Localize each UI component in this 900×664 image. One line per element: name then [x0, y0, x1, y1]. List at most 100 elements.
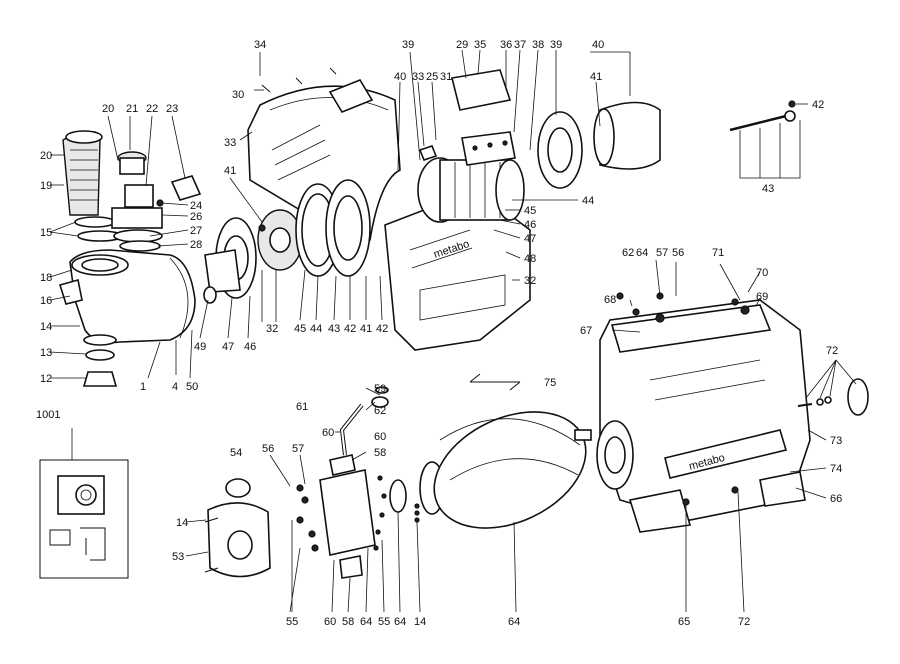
- callout-label: 39: [402, 39, 414, 51]
- callout-label: 47: [524, 233, 536, 245]
- callout-label: 42: [812, 99, 824, 111]
- callout-label: 40: [394, 71, 406, 83]
- callout-label: 32: [266, 323, 278, 335]
- callout-label: 1: [140, 381, 146, 393]
- callout-label: 60: [324, 616, 336, 628]
- manifold-block-part: [319, 469, 376, 556]
- callout-label: 14: [176, 517, 188, 529]
- drain-plug-part: [82, 371, 118, 387]
- callout-label: 26: [190, 211, 202, 223]
- callout-label: 71: [712, 247, 724, 259]
- callout-label: 43: [762, 183, 774, 195]
- callout-label: 41: [590, 71, 602, 83]
- callout-label: 28: [190, 239, 202, 251]
- callout-label: 20: [40, 150, 52, 162]
- callout-label: 55: [286, 616, 298, 628]
- filter-element-part: [62, 131, 101, 216]
- callout-label: 36: [500, 39, 512, 51]
- callout-label: 70: [756, 267, 768, 279]
- callout-label: 43: [328, 323, 340, 335]
- inset-box: [39, 459, 129, 579]
- direction-arrow: [469, 373, 521, 391]
- callout-label: 64: [636, 247, 648, 259]
- callout-label: 62: [622, 247, 634, 259]
- callout-label: 25: [426, 71, 438, 83]
- motor-group: [417, 69, 661, 223]
- callout-label: 60: [374, 431, 386, 443]
- callout-label: 66: [830, 493, 842, 505]
- diffuser-group: [203, 209, 303, 304]
- callout-label: 58: [374, 447, 386, 459]
- callout-label: 32: [524, 275, 536, 287]
- callout-label: 35: [474, 39, 486, 51]
- callout-label: 18: [40, 272, 52, 284]
- callout-label: 19: [40, 180, 52, 192]
- fan-cover-part: [599, 101, 661, 170]
- callout-label: 33: [224, 137, 236, 149]
- callout-label: 61: [296, 401, 308, 413]
- callout-label: 60: [322, 427, 334, 439]
- callout-label: 54: [230, 447, 242, 459]
- o-ring-part: [85, 349, 115, 361]
- callout-label: 47: [222, 341, 234, 353]
- callout-label: 64: [508, 616, 520, 628]
- callout-label: 72: [738, 616, 750, 628]
- callout-label: 62: [374, 405, 386, 417]
- switch-group: [204, 478, 271, 578]
- callout-label: 64: [394, 616, 406, 628]
- callout-label: 69: [756, 291, 768, 303]
- pressure-tank-part: [433, 411, 587, 529]
- callout-label: 23: [166, 103, 178, 115]
- callout-label: 29: [456, 39, 468, 51]
- callout-label: 55: [378, 616, 390, 628]
- terminal-box-part: [451, 69, 512, 111]
- callout-label: 41: [224, 165, 236, 177]
- shell-upper-group: [247, 67, 401, 277]
- callout-label: 41: [360, 323, 372, 335]
- rod-group: [729, 100, 801, 179]
- callout-label: 48: [524, 253, 536, 265]
- callout-label: 64: [360, 616, 372, 628]
- callout-label: 44: [310, 323, 322, 335]
- callout-label: 58: [342, 616, 354, 628]
- callout-label: 56: [672, 247, 684, 259]
- callout-label: 74: [830, 463, 842, 475]
- callout-label: 67: [580, 325, 592, 337]
- callout-label: 68: [604, 294, 616, 306]
- callout-label: 49: [194, 341, 206, 353]
- callout-label: 59: [374, 383, 386, 395]
- callout-label: 44: [582, 195, 594, 207]
- callout-label: 45: [294, 323, 306, 335]
- callout-label: 30: [232, 89, 244, 101]
- callout-label: 56: [262, 443, 274, 455]
- callout-label: 12: [40, 373, 52, 385]
- callout-label: 45: [524, 205, 536, 217]
- callout-label: 4: [172, 381, 178, 393]
- base-group: metabo: [596, 292, 869, 533]
- callout-label: 42: [344, 323, 356, 335]
- callout-label: 24: [190, 200, 202, 212]
- callout-label: 46: [524, 219, 536, 231]
- lower-shell-part: [384, 199, 531, 351]
- callout-label: 72: [826, 345, 838, 357]
- callout-label: 50: [186, 381, 198, 393]
- filter-cap-part: [65, 130, 103, 144]
- callout-label: 31: [440, 71, 452, 83]
- callout-label: 37: [514, 39, 526, 51]
- manifold-group: [296, 386, 445, 579]
- base-top-plate-part: [610, 304, 772, 353]
- callout-label: 20: [102, 103, 114, 115]
- callout-label: 14: [414, 616, 426, 628]
- callout-label: 65: [678, 616, 690, 628]
- callout-label: 16: [40, 295, 52, 307]
- callout-label: 46: [244, 341, 256, 353]
- callout-label: 75: [544, 377, 556, 389]
- callout-label: 27: [190, 225, 202, 237]
- callout-label: 57: [656, 247, 668, 259]
- callout-label: 39: [550, 39, 562, 51]
- callout-label: 22: [146, 103, 158, 115]
- pump-housing-group: [58, 130, 202, 387]
- callout-label: 38: [532, 39, 544, 51]
